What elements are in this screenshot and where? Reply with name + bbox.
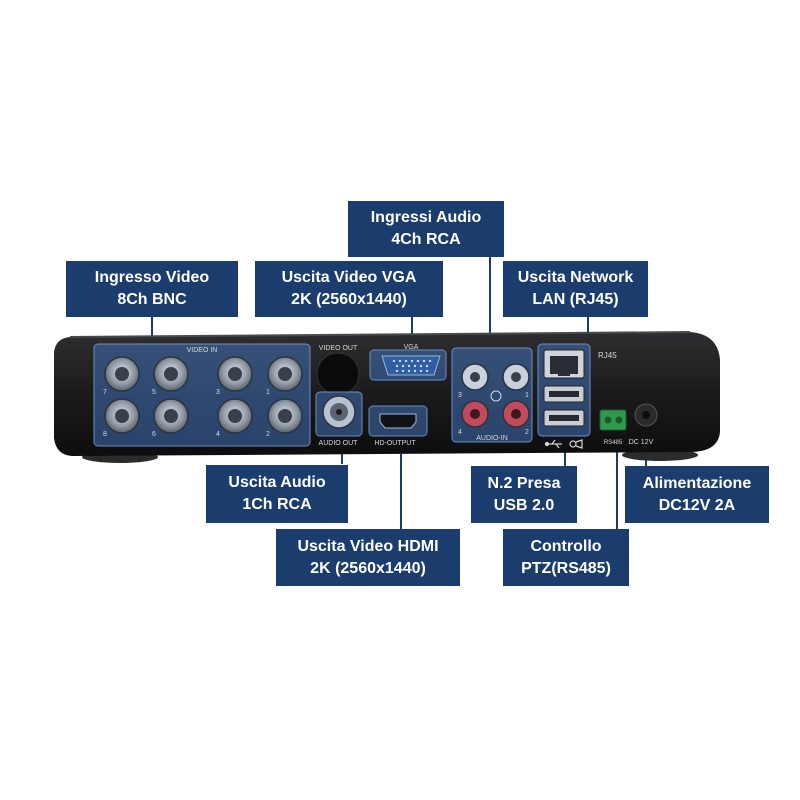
callout-line-1: Ingressi Audio bbox=[370, 209, 482, 226]
bnc-number: 2 bbox=[266, 431, 270, 438]
callout-line-2: 4Ch RCA bbox=[391, 231, 461, 248]
bnc-numbers: 7 5 3 1 8 6 4 2 bbox=[103, 389, 270, 438]
bnc-number: 7 bbox=[103, 389, 107, 396]
callout-audio-output: Uscita Audio 1Ch RCA bbox=[206, 465, 348, 523]
bnc-number: 4 bbox=[216, 431, 220, 438]
ptz-camera-icon bbox=[569, 439, 583, 449]
audio-in-number: 4 bbox=[458, 429, 462, 436]
callout-line-1: Ingresso Video bbox=[94, 269, 210, 286]
audio-in-label: AUDIO-IN bbox=[476, 435, 508, 442]
callout-network-output: Uscita Network LAN (RJ45) bbox=[503, 261, 648, 317]
callout-line-1: Uscita Network bbox=[517, 269, 634, 286]
rs485-label: RS485 bbox=[604, 440, 623, 446]
audio-in-panel: 3 1 4 2 AUDIO-IN bbox=[451, 347, 533, 443]
callout-line-1: Alimentazione bbox=[642, 474, 752, 492]
dc12v-label: DC 12V bbox=[629, 439, 654, 446]
callout-line-1: Controllo bbox=[530, 537, 602, 555]
rj45-label: RJ45 bbox=[598, 351, 617, 360]
callout-audio-inputs: Ingressi Audio 4Ch RCA bbox=[348, 201, 504, 257]
bnc-number: 6 bbox=[152, 431, 156, 438]
callout-vga-output: Uscita Video VGA 2K (2560x1440) bbox=[255, 261, 443, 317]
callout-line-2: PTZ(RS485) bbox=[521, 559, 611, 577]
dc-power-port: DC 12V bbox=[629, 403, 658, 446]
callout-line-1: Uscita Audio bbox=[228, 474, 326, 491]
bnc-number: 1 bbox=[266, 389, 270, 396]
callout-line-1: N.2 Presa bbox=[487, 474, 561, 492]
usb-icon bbox=[544, 439, 562, 449]
bnc-number: 3 bbox=[216, 389, 220, 396]
video-in-panel: VIDEO IN 7 5 3 1 8 6 4 2 bbox=[93, 343, 311, 447]
callout-ptz: Controllo PTZ(RS485) bbox=[503, 529, 629, 586]
callout-line-2: DC12V 2A bbox=[658, 496, 736, 514]
callout-line-2: 2K (2560x1440) bbox=[291, 291, 407, 308]
device-top-edge bbox=[69, 331, 691, 338]
vga-label: VGA bbox=[404, 344, 419, 351]
bnc-number: 8 bbox=[103, 431, 107, 438]
audio-in-number: 1 bbox=[525, 392, 529, 399]
network-usb-panel: RJ45 bbox=[537, 343, 617, 449]
video-out-label: VIDEO OUT bbox=[319, 345, 358, 352]
callout-power: Alimentazione DC12V 2A bbox=[625, 466, 769, 523]
callout-video-input: Ingresso Video 8Ch BNC bbox=[66, 261, 238, 317]
callout-line-2: USB 2.0 bbox=[493, 496, 555, 514]
vga-port: VGA bbox=[369, 344, 447, 381]
callout-line-1: Uscita Video VGA bbox=[281, 269, 417, 286]
callout-line-2: LAN (RJ45) bbox=[532, 291, 619, 308]
callout-line-2: 2K (2560x1440) bbox=[310, 559, 426, 577]
rs485-terminal: RS485 bbox=[599, 409, 627, 446]
audio-out-label: AUDIO OUT bbox=[319, 440, 359, 447]
callout-line-1: Uscita Video HDMI bbox=[297, 537, 439, 555]
callout-line-2: 1Ch RCA bbox=[242, 496, 312, 513]
audio-out-port: AUDIO OUT bbox=[315, 391, 363, 447]
video-in-label: VIDEO IN bbox=[187, 347, 218, 354]
hd-output-label: HD-OUTPUT bbox=[374, 440, 416, 447]
callout-usb: N.2 Presa USB 2.0 bbox=[471, 466, 577, 523]
audio-in-number: 2 bbox=[525, 429, 529, 436]
callout-hdmi-output: Uscita Video HDMI 2K (2560x1440) bbox=[276, 529, 460, 586]
hdmi-port: HD-OUTPUT bbox=[368, 405, 428, 447]
audio-in-number: 3 bbox=[458, 392, 462, 399]
callout-line-2: 8Ch BNC bbox=[117, 291, 187, 308]
bnc-number: 5 bbox=[152, 389, 156, 396]
bnc-connectors bbox=[104, 356, 303, 434]
